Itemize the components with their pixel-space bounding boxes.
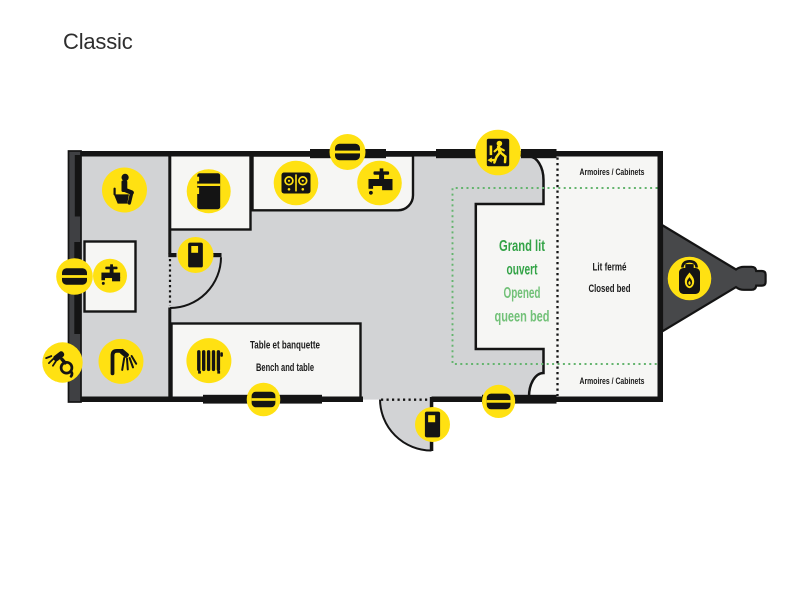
open-bed-label-en1: Opened [504,285,541,302]
bathroom-door-swing-arc [169,257,222,309]
window-bar-bottom-right [482,394,557,404]
bath-faucet-icon [93,258,127,293]
closed-bed-label-fr: Lit fermé [593,262,627,274]
slideout-dotted-boundary [451,187,658,365]
bathroom-wall-upper [168,156,172,254]
open-bed-label-en2: queen bed [495,309,550,326]
entry-door-swing-arc [379,398,432,452]
entry-door-icon [415,407,450,442]
bathroom-door-icon [177,237,214,273]
exit-window-bar-right [521,149,557,159]
open-bed-label-fr1: Grand lit [499,238,545,255]
exit-window-bar-left [436,149,476,159]
entry-recess [362,396,432,400]
closed-bed-area [557,156,658,397]
wall-left-lining-top [74,155,81,217]
stove-icon [273,160,319,206]
propane-icon [667,256,712,301]
trailer-tongue [660,223,767,334]
open-bed-label-fr2: ouvert [507,262,538,279]
cabinets-label-bottom: Armoires / Cabinets [580,376,645,387]
window-icon-bottom-right [482,384,516,418]
window-icon-top [329,134,366,170]
outdoor-shower-icon [42,342,83,383]
bathroom-wall-lower [168,307,172,397]
bathroom-door-jamb-right [211,253,222,258]
wall-right [657,151,663,402]
heater-icon [186,338,232,384]
window-icon-left [56,258,93,295]
closed-bed-label-en: Closed bed [589,283,631,295]
bathroom-wall [168,156,222,397]
page-title: Classic [63,29,133,54]
window-icon-bottom-left [246,382,281,417]
bathroom-door-jamb-left [168,253,177,258]
tongue-frame [660,223,767,334]
dinette-label-fr: Table et banquette [250,340,320,352]
cabinets-label-top: Armoires / Cabinets [580,167,645,178]
emergency-exit-icon [475,129,521,176]
toilet-icon [102,167,147,213]
open-bed-platform [475,156,558,397]
dinette-label-en: Bench and table [256,362,314,374]
entry-door-swing-area [379,398,432,451]
shower-icon [98,338,144,384]
kitchen-faucet-icon [357,160,402,206]
fridge-icon [186,169,231,214]
open-bed-outline [474,155,545,397]
